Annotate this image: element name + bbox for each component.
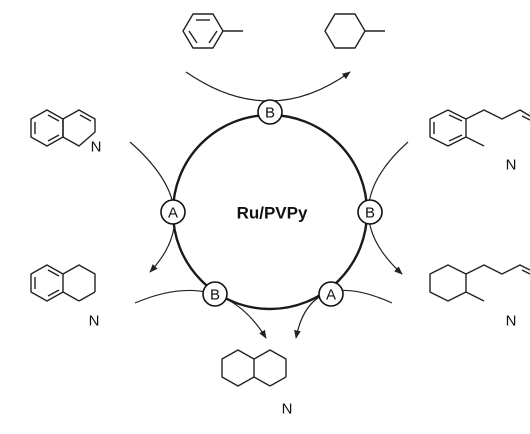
tetrahydroquinoline-right-nitrogen-label: N [506, 313, 517, 330]
toluene-structure [182, 13, 243, 49]
tetrahydroquinoline-structure: N [30, 264, 101, 330]
step-label-b-lower-left: B [210, 287, 220, 304]
methylcyclohexane-structure [324, 13, 385, 49]
step-label-b-top: B [265, 105, 275, 122]
decahydroquinoline-nitrogen-label: N [282, 401, 293, 418]
step-label-a-left: A [168, 205, 178, 222]
quinoline-right-nitrogen-label: N [506, 157, 517, 174]
step-label-b-right: B [365, 205, 375, 222]
tetrahydroquinoline-nitrogen-label: N [89, 313, 100, 330]
step-label-a-lower-right: A [326, 287, 336, 304]
quinoline-right-structure: N [429, 109, 530, 174]
quinoline-nitrogen-label: N [91, 139, 102, 156]
decahydroquinoline-structure: N [221, 349, 293, 418]
tetrahydroquinoline-right-structure: N [429, 264, 530, 330]
arrow-tetrahydroquinoline-right-to-decahydroquinoline [294, 289, 393, 339]
arrow-toluene-to-methylcyclohexane [185, 71, 351, 102]
arrow-tetrahydroquinoline-to-decahydroquinoline [134, 289, 267, 339]
catalyst-label: Ru/PVPy [237, 204, 308, 223]
step-badge-a-lower-right: A [318, 281, 344, 307]
step-badge-b-top: B [257, 99, 283, 125]
step-badge-b-right: B [357, 199, 383, 225]
step-badge-b-lower-left: B [202, 281, 228, 307]
step-badge-a-left: A [160, 199, 186, 225]
quinoline-structure: N [30, 109, 104, 156]
